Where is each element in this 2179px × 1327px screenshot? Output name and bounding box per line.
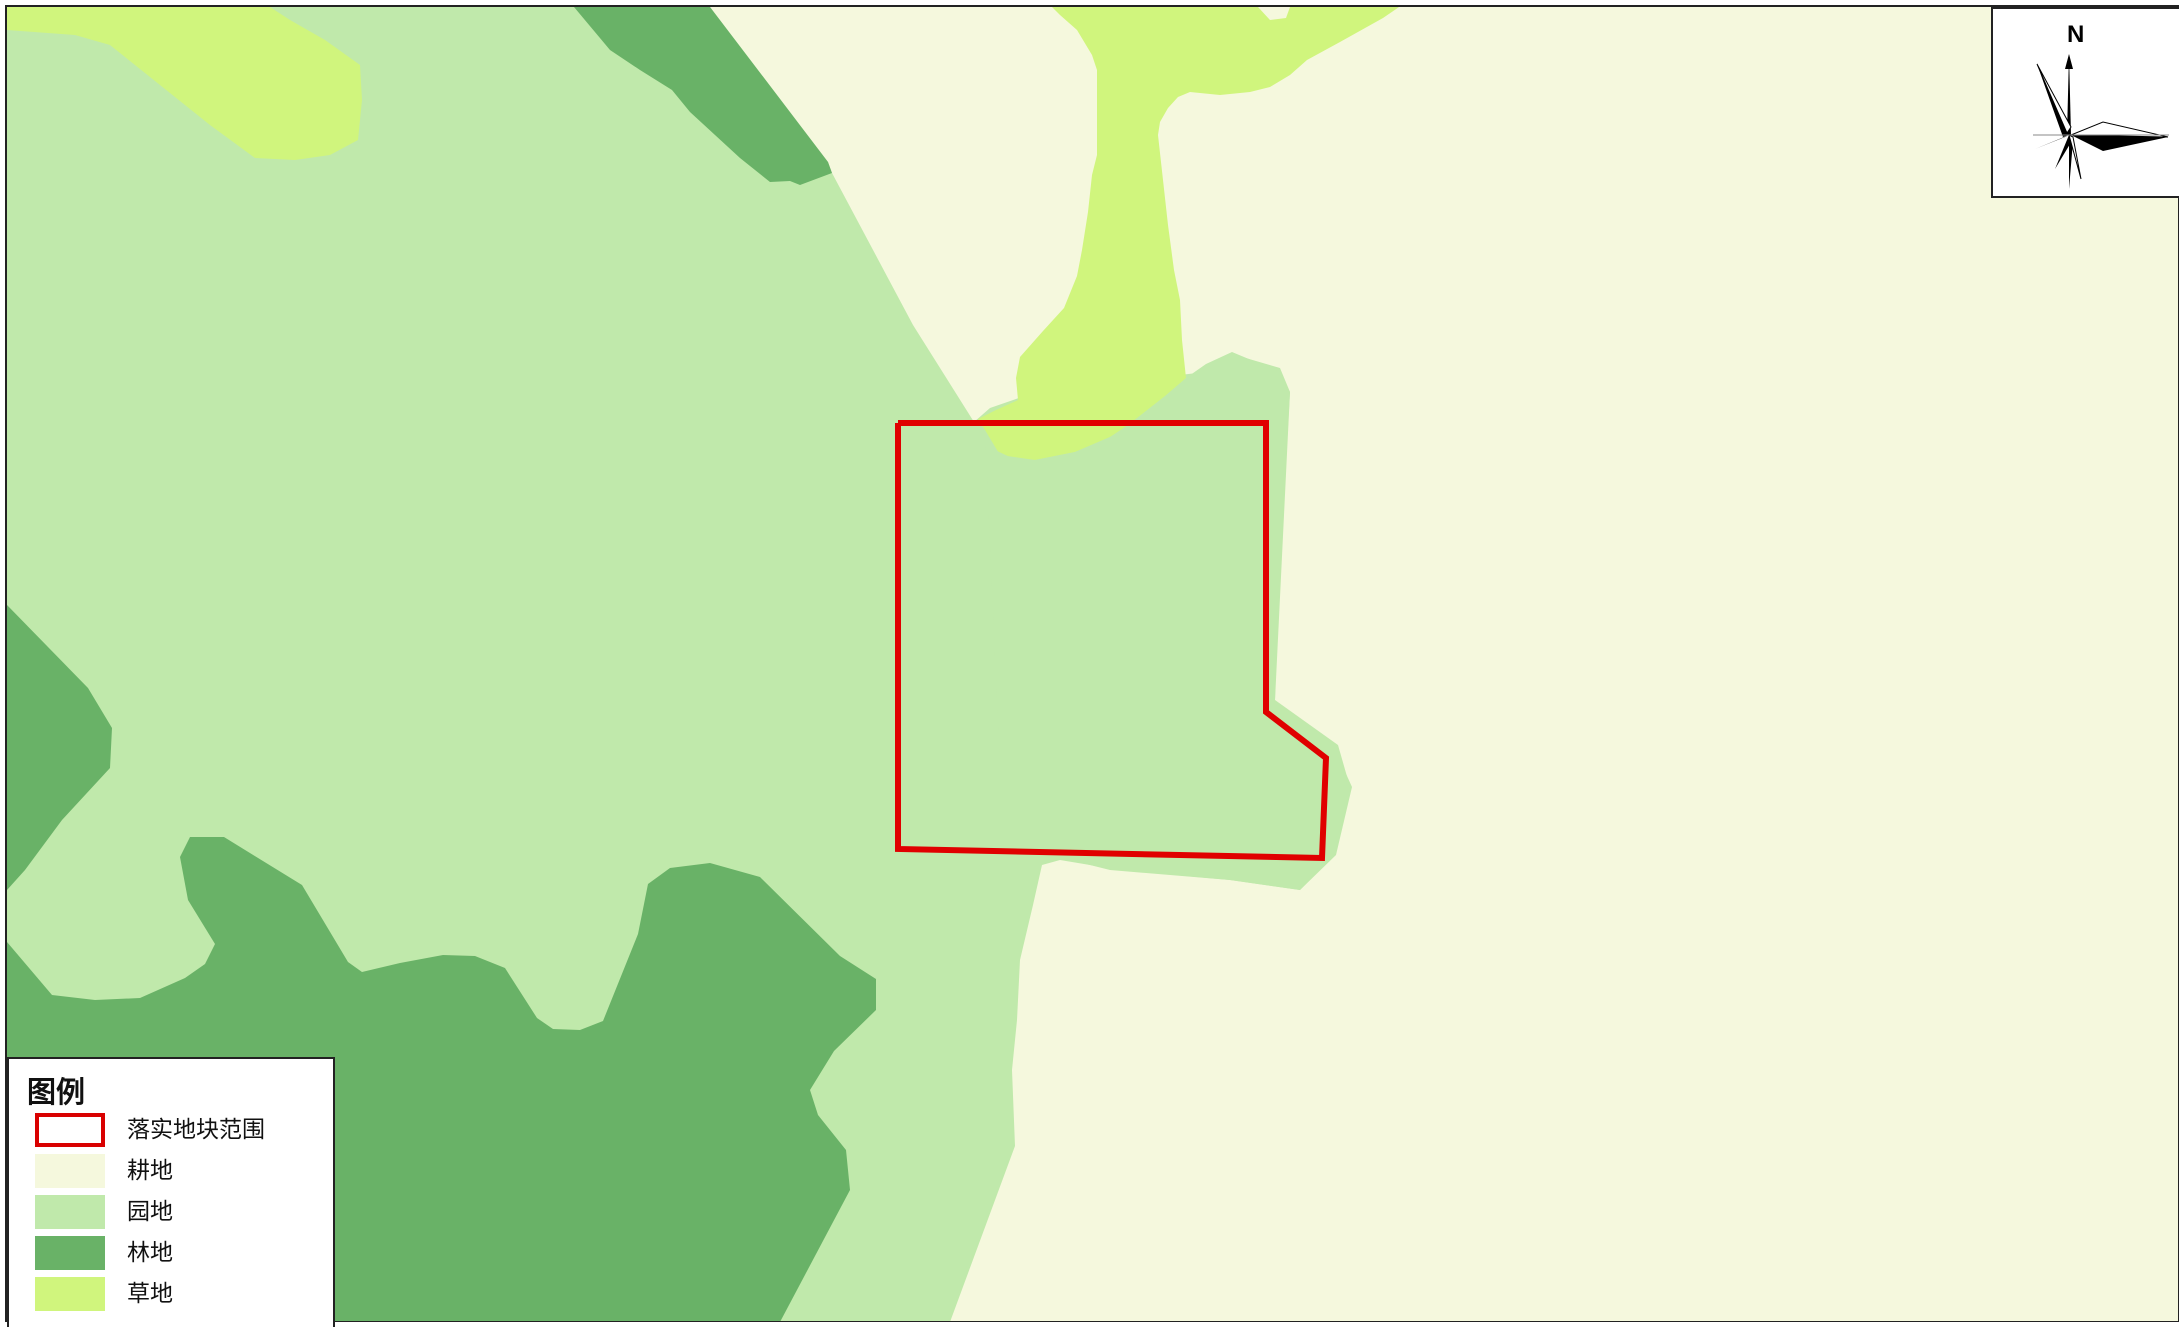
grassland-area bbox=[978, 7, 1399, 460]
legend-item-forest: 林地 bbox=[35, 1236, 325, 1270]
farmland-area bbox=[1258, 7, 1290, 20]
legend-item-parcel-boundary: 落实地块范围 bbox=[35, 1113, 325, 1147]
parcel-boundary bbox=[895, 420, 1330, 862]
north-label: N bbox=[2067, 21, 2085, 48]
legend-swatch bbox=[35, 1195, 105, 1229]
map-border bbox=[5, 5, 2179, 1322]
north-arrow: N bbox=[1991, 7, 2179, 198]
forest-area bbox=[574, 7, 832, 185]
compass-rose-icon bbox=[2033, 54, 2169, 189]
grassland-area bbox=[7, 7, 362, 160]
legend-swatch bbox=[35, 1236, 105, 1270]
legend-label: 草地 bbox=[127, 1281, 173, 1307]
garden-area bbox=[985, 352, 1352, 890]
legend: 图例 落实地块范围耕地园地林地草地 bbox=[7, 1057, 335, 1327]
legend-item-grassland: 草地 bbox=[35, 1277, 325, 1311]
forest-area bbox=[7, 605, 112, 890]
legend-swatch bbox=[35, 1154, 105, 1188]
legend-label: 园地 bbox=[127, 1199, 173, 1225]
legend-title: 图例 bbox=[27, 1075, 86, 1109]
legend-label: 落实地块范围 bbox=[127, 1117, 265, 1143]
legend-item-farmland: 耕地 bbox=[35, 1154, 325, 1188]
legend-label: 耕地 bbox=[127, 1158, 173, 1184]
legend-swatch bbox=[35, 1113, 105, 1147]
legend-label: 林地 bbox=[127, 1240, 173, 1266]
legend-item-garden: 园地 bbox=[35, 1195, 325, 1229]
legend-swatch bbox=[35, 1277, 105, 1311]
